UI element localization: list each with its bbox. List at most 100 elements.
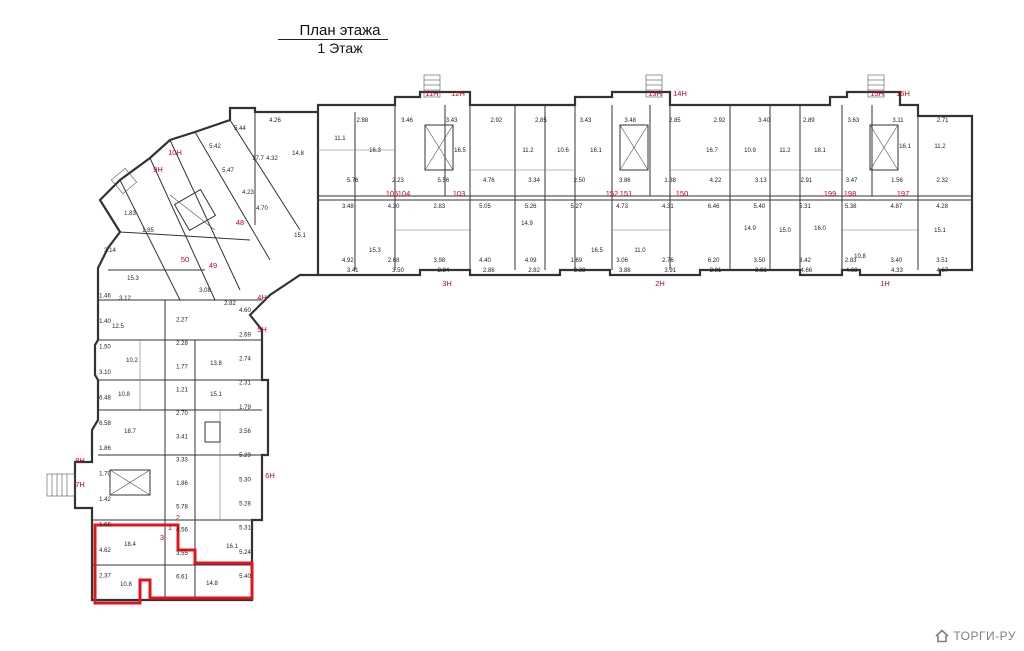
dimension-label: 4.62 xyxy=(99,548,111,554)
room-area: 11.2 xyxy=(522,148,534,154)
dimension-label: 3.43 xyxy=(446,118,458,124)
highlighted-premises-outline xyxy=(93,523,254,605)
dimension-label: 4.56 xyxy=(176,528,188,534)
dimension-label: 2.82 xyxy=(528,268,540,274)
dimension-label: 4.09 xyxy=(525,258,537,264)
room-area: 10.6 xyxy=(557,148,569,154)
room-number: 103 xyxy=(453,189,466,198)
dimension-label: 4.28 xyxy=(936,204,948,210)
room-area: 17.7 xyxy=(252,156,264,162)
room-area: 16.5 xyxy=(454,148,466,154)
dimension-label: 5.47 xyxy=(222,168,234,174)
dimension-label: 4.22 xyxy=(710,178,722,184)
dimension-label: 1.83 xyxy=(124,211,136,217)
dimension-label: 2.85 xyxy=(535,118,547,124)
dimension-label: 3.40 xyxy=(758,118,770,124)
unit-label: 13Н xyxy=(648,89,662,98)
dimension-label: 3.10 xyxy=(99,370,111,376)
dimension-label: 3.48 xyxy=(342,204,354,210)
dimension-label: 1.42 xyxy=(99,497,111,503)
top-stairwells xyxy=(423,74,899,171)
dimension-label: 2.88 xyxy=(356,118,368,124)
dimension-label: 2.85 xyxy=(669,118,681,124)
room-number: 198 xyxy=(844,189,857,198)
dimension-label: 6.20 xyxy=(708,258,720,264)
dimension-label: 2.70 xyxy=(176,411,188,417)
dimension-label: 3.38 xyxy=(574,268,586,274)
dimension-label: 3.50 xyxy=(392,268,404,274)
top-row-partitions xyxy=(318,105,972,270)
dimension-label: 3.56 xyxy=(239,429,251,435)
dimension-label: 3.63 xyxy=(848,118,860,124)
dimension-label: 1.56 xyxy=(891,178,903,184)
room-area: 16.1 xyxy=(590,148,602,154)
dimension-label: 4.33 xyxy=(891,268,903,274)
room-area: 12.5 xyxy=(112,324,124,330)
room-number: 48 xyxy=(236,218,244,227)
room-area: 15.3 xyxy=(127,276,139,282)
dimension-label: 5.28 xyxy=(239,501,251,507)
dimension-label: 5.05 xyxy=(479,204,491,210)
dimension-label: 3.41 xyxy=(347,268,359,274)
dimension-label: 4.87 xyxy=(891,204,903,210)
dimension-label: 3.14 xyxy=(104,248,116,254)
dimension-label: 3.48 xyxy=(624,118,636,124)
unit-label: 3Н xyxy=(442,279,452,288)
room-number: 151 xyxy=(620,189,633,198)
room-number: 3 xyxy=(160,533,164,542)
room-area: 18.7 xyxy=(124,429,136,435)
dimension-label: 3.08 xyxy=(199,288,211,294)
building-outline xyxy=(73,90,974,602)
dimension-label: 2.84 xyxy=(438,268,450,274)
room-area: 14.9 xyxy=(521,221,533,227)
dimension-label: 3.12 xyxy=(119,296,131,302)
dimension-label: 6.61 xyxy=(176,574,188,580)
unit-label: 5Н xyxy=(257,325,267,334)
dimension-label: 3.55 xyxy=(176,551,188,557)
room-area: 16.0 xyxy=(814,226,826,232)
dimension-label: 2.28 xyxy=(176,341,188,347)
room-area: 13.8 xyxy=(210,361,222,367)
dimension-label: 1.86 xyxy=(176,481,188,487)
room-area: 10.8 xyxy=(120,582,132,588)
unit-label: 7Н xyxy=(75,480,85,489)
room-area: 15.1 xyxy=(934,228,946,234)
unit-label: 9Н xyxy=(153,165,163,174)
room-area: 11.1 xyxy=(334,136,346,142)
unit-label: 2Н xyxy=(655,279,665,288)
dimension-label: 1.38 xyxy=(664,178,676,184)
room-number: 1 xyxy=(168,523,172,532)
room-number: 199 xyxy=(824,189,837,198)
dimension-label: 1.79 xyxy=(239,405,251,411)
room-area: 15.0 xyxy=(779,228,791,234)
dimension-label: 3.51 xyxy=(936,258,948,264)
dimension-label: 2.86 xyxy=(483,268,495,274)
dimension-label: 3.88 xyxy=(619,268,631,274)
dimension-label: 2.91 xyxy=(800,178,812,184)
dimension-label: 1.40 xyxy=(99,319,111,325)
dimension-label: 3.41 xyxy=(176,434,188,440)
room-area: 11.2 xyxy=(934,144,946,150)
dimension-label: 2.27 xyxy=(176,318,188,324)
dimension-label: 2.76 xyxy=(662,258,674,264)
dimension-label: 1.77 xyxy=(176,364,188,370)
dimension-label: 1.86 xyxy=(99,446,111,452)
room-area: 14.8 xyxy=(292,151,304,157)
dimension-label: 1.60 xyxy=(99,523,111,529)
dimension-label: 4.66 xyxy=(800,268,812,274)
unit-label: 1Н xyxy=(880,279,890,288)
dimension-label: 3.47 xyxy=(846,178,858,184)
dimension-label: 3.91 xyxy=(664,268,676,274)
dimension-label: 2.74 xyxy=(239,356,251,362)
room-area: 15.3 xyxy=(369,248,381,254)
room-area: 15.1 xyxy=(210,392,222,398)
dimension-label: 4.67 xyxy=(936,268,948,274)
dimension-label: 5.29 xyxy=(239,453,251,459)
dimension-label: 3.06 xyxy=(616,258,628,264)
dimension-label: 3.43 xyxy=(580,118,592,124)
dimension-label: 1.50 xyxy=(99,345,111,351)
dimension-label: 3.33 xyxy=(176,458,188,464)
room-area: 16.3 xyxy=(369,148,381,154)
